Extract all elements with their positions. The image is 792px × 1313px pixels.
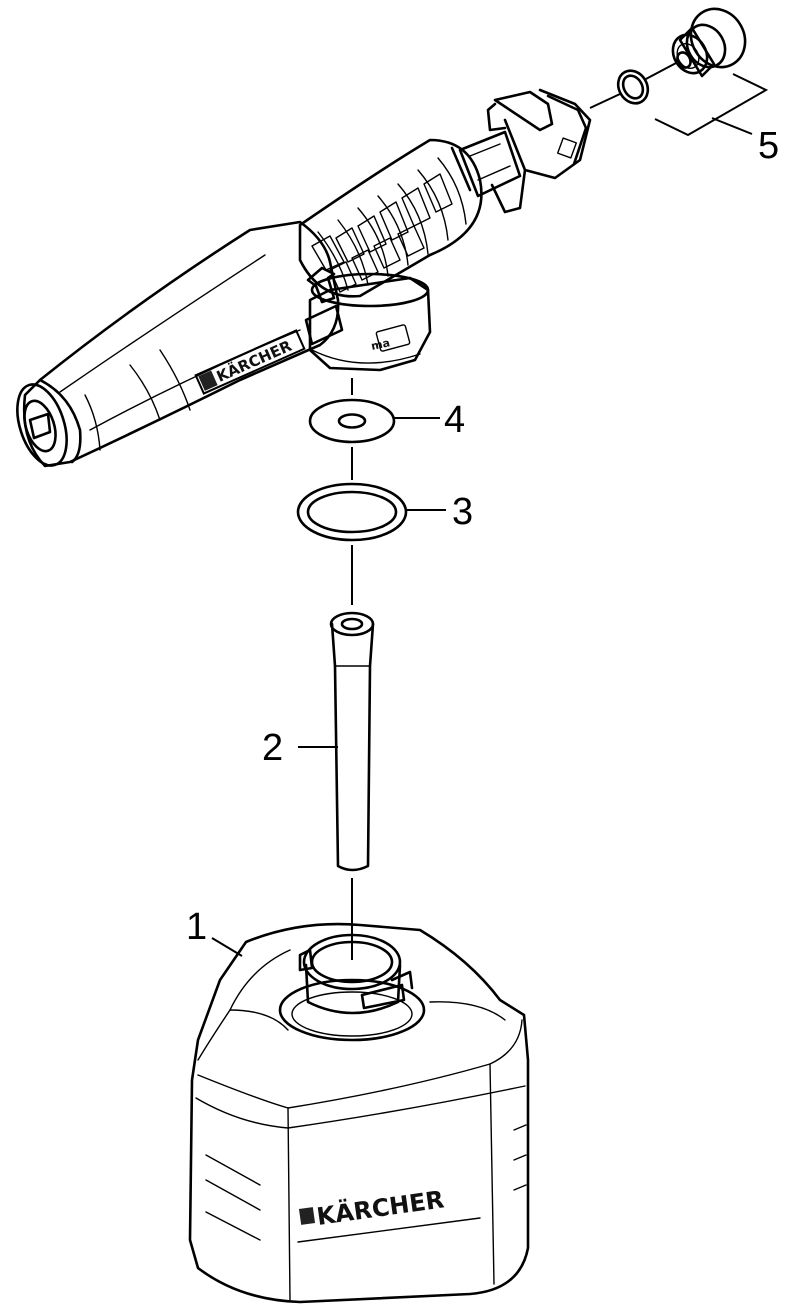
callout-1: 1 [186,906,207,948]
nozzle-marking: ma [370,336,391,353]
part-2-suction-tube [329,611,375,872]
part-4-washer [308,398,396,444]
callout-1-leader [211,937,243,957]
tank-brand-text: KÄRCHER [315,1184,446,1231]
part-3-o-ring [296,482,408,542]
callout-2: 2 [262,727,283,769]
nozzle-brand-plate: KÄRCHER [194,329,306,395]
foam-nozzle-assembly: ma KÄRCHER [16,88,592,468]
part-5-coupling [671,7,747,78]
callout-3: 3 [452,491,473,533]
callout-4: 4 [444,399,465,441]
part-5-bracket [654,73,769,137]
callout-5: 5 [758,125,779,167]
part-1-detergent-tank: KÄRCHER [188,922,530,1304]
part-5-axis-line [643,61,679,81]
part-5-axis-line-2 [589,93,621,109]
tank-brand-label: KÄRCHER [297,1184,481,1243]
part-5-o-ring [616,69,650,105]
